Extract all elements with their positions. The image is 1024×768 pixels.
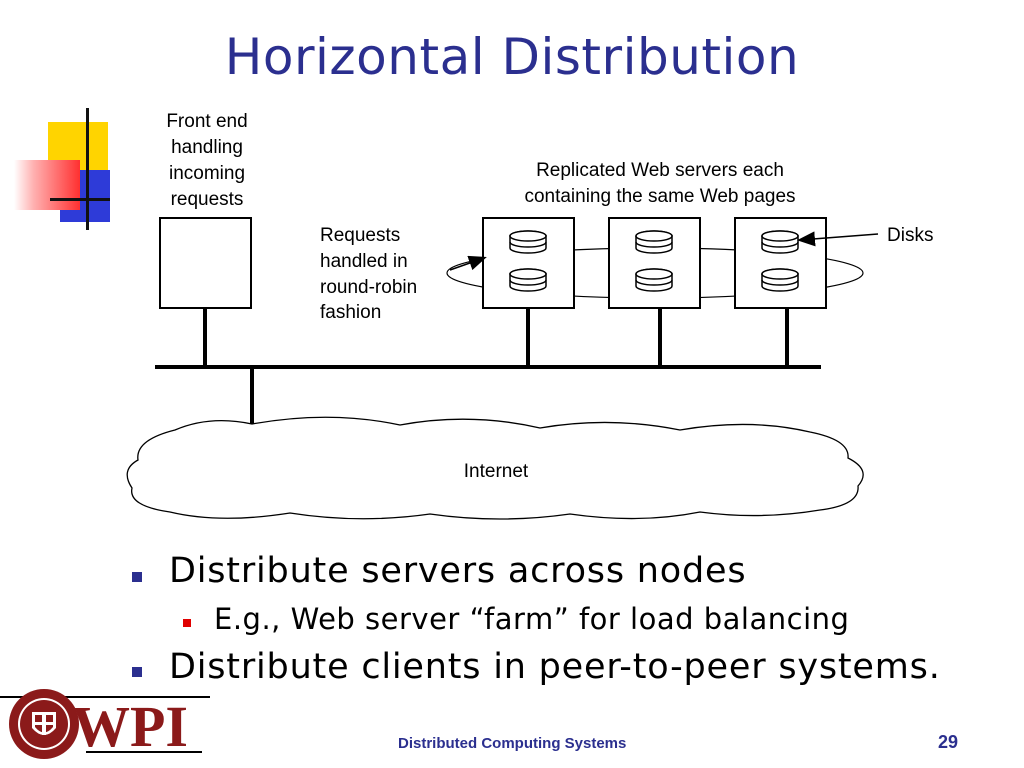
bullet-marker-2 xyxy=(183,619,191,627)
front-end-label-line-4: requests xyxy=(171,189,244,210)
footer-divider xyxy=(0,696,210,698)
server-3 xyxy=(734,217,827,309)
bullet-distribute-servers: Distribute servers across nodes xyxy=(169,551,747,591)
bullet-web-server-farm: E.g., Web server “farm” for load balanci… xyxy=(214,602,850,636)
requests-label-line-2: handled in xyxy=(320,251,408,272)
requests-arrow xyxy=(449,255,487,271)
disks-label: Disks xyxy=(887,225,933,246)
decorative-squares xyxy=(12,108,117,233)
server-1 xyxy=(482,217,575,309)
logo-wordmark: WPI xyxy=(72,694,188,759)
front-end-label-line-3: incoming xyxy=(169,163,245,184)
slide-title: Horizontal Distribution xyxy=(224,28,800,86)
server-2 xyxy=(608,217,701,309)
front-end-box xyxy=(159,217,252,309)
footer-course-title: Distributed Computing Systems xyxy=(398,735,627,752)
disks-arrow xyxy=(797,231,879,247)
page-number: 29 xyxy=(938,732,959,752)
front-end-label-line-1: Front end xyxy=(166,111,247,132)
bullet-marker-3 xyxy=(132,667,142,677)
bullet-marker-1 xyxy=(132,572,142,582)
replicated-label-line-2: containing the same Web pages xyxy=(524,186,795,207)
requests-label-line-1: Requests xyxy=(320,225,400,246)
front-end-label-line-2: handling xyxy=(171,137,243,158)
internet-label: Internet xyxy=(464,461,529,482)
bullet-distribute-clients: Distribute clients in peer-to-peer syste… xyxy=(169,647,941,687)
internet-cloud xyxy=(126,416,864,520)
wpi-logo: WPI xyxy=(9,689,202,759)
requests-label-line-4: fashion xyxy=(320,302,381,323)
horizontal-distribution-diagram: Front end handling incoming requests Rep… xyxy=(126,111,933,520)
requests-label-line-3: round-robin xyxy=(320,277,417,298)
replicated-label-line-1: Replicated Web servers each xyxy=(536,160,784,181)
